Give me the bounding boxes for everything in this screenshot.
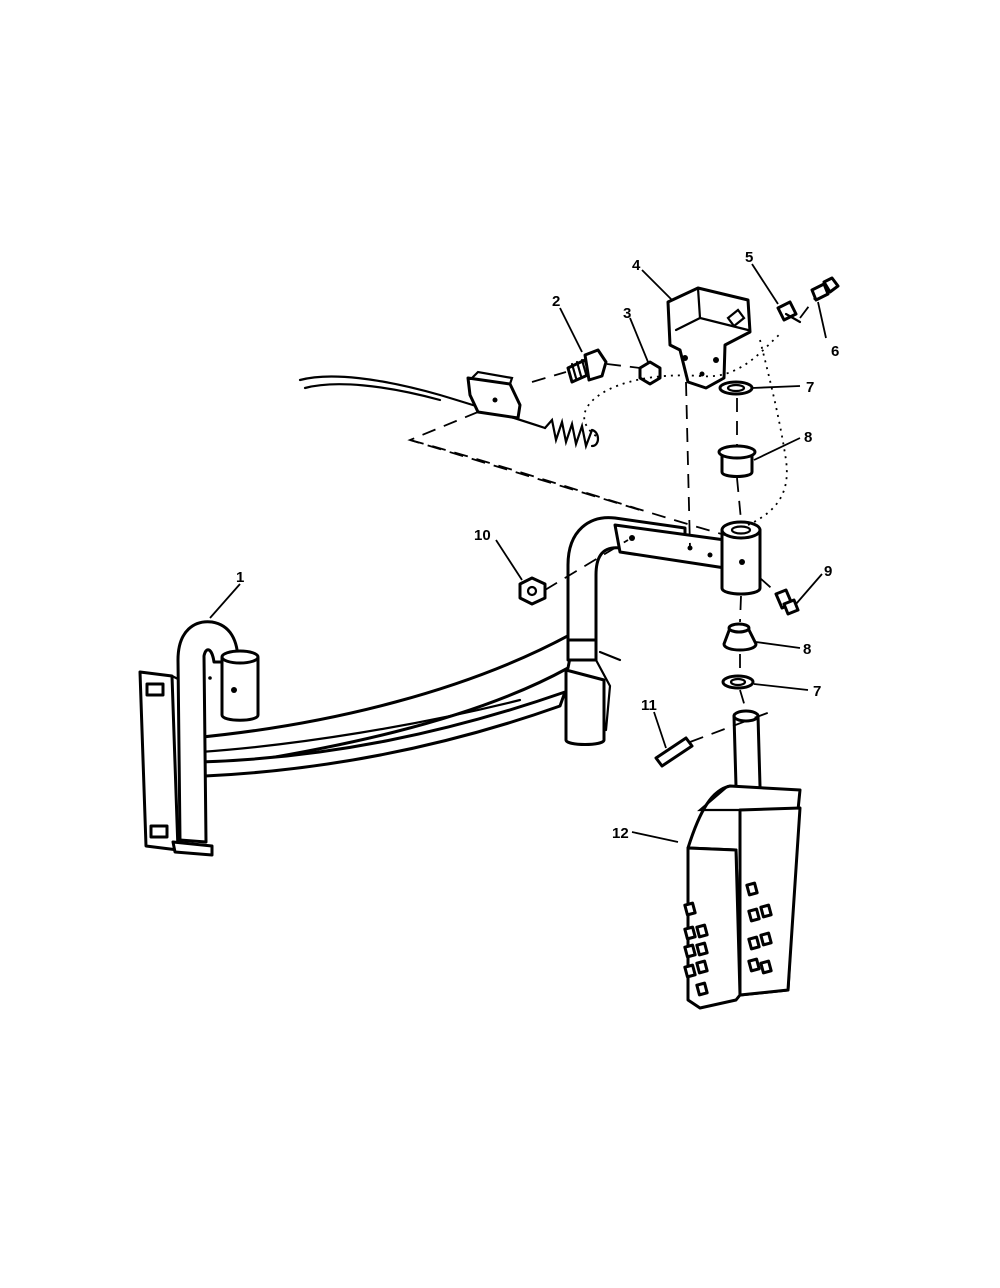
fork-adjustment-slots-right bbox=[745, 881, 773, 975]
screw-part-9 bbox=[774, 588, 800, 616]
pin-part-5 bbox=[776, 300, 802, 324]
nut-part-10 bbox=[518, 576, 547, 606]
washer-part-7-upper bbox=[718, 380, 754, 396]
callout-6: 6 bbox=[831, 343, 839, 360]
assembly-lines bbox=[407, 297, 816, 743]
bushing-part-8-upper bbox=[717, 444, 757, 478]
callout-10: 10 bbox=[474, 527, 491, 544]
washer-part-7-lower bbox=[721, 674, 755, 690]
callout-8-upper: 8 bbox=[804, 429, 812, 446]
bolt-part-2 bbox=[566, 348, 608, 384]
caster-fork-part-12 bbox=[683, 709, 802, 1010]
bolt-part-6 bbox=[810, 276, 840, 302]
callout-7-lower: 7 bbox=[813, 683, 821, 700]
roll-pin-part-11 bbox=[654, 736, 694, 768]
callout-12: 12 bbox=[612, 825, 629, 842]
callout-1: 1 bbox=[236, 569, 244, 586]
cable-spring-assembly bbox=[298, 370, 600, 450]
callout-5: 5 bbox=[745, 249, 753, 266]
callout-3: 3 bbox=[623, 305, 631, 322]
callout-8-lower: 8 bbox=[803, 641, 811, 658]
frame-assembly-part bbox=[138, 516, 762, 857]
fork-adjustment-slots-left bbox=[683, 901, 709, 997]
callout-9: 9 bbox=[824, 563, 832, 580]
callout-7-upper: 7 bbox=[806, 379, 814, 396]
tension-spring bbox=[543, 417, 600, 450]
bracket-part-4 bbox=[666, 286, 752, 390]
callout-2: 2 bbox=[552, 293, 560, 310]
callout-labels: 1 2 3 4 5 6 7 8 9 10 8 7 11 12 bbox=[236, 249, 839, 842]
callout-11: 11 bbox=[641, 697, 657, 714]
bushing-part-8-lower bbox=[722, 622, 758, 652]
leader-lines bbox=[209, 263, 827, 843]
callout-4: 4 bbox=[632, 257, 641, 274]
nut-part-3 bbox=[638, 360, 662, 386]
